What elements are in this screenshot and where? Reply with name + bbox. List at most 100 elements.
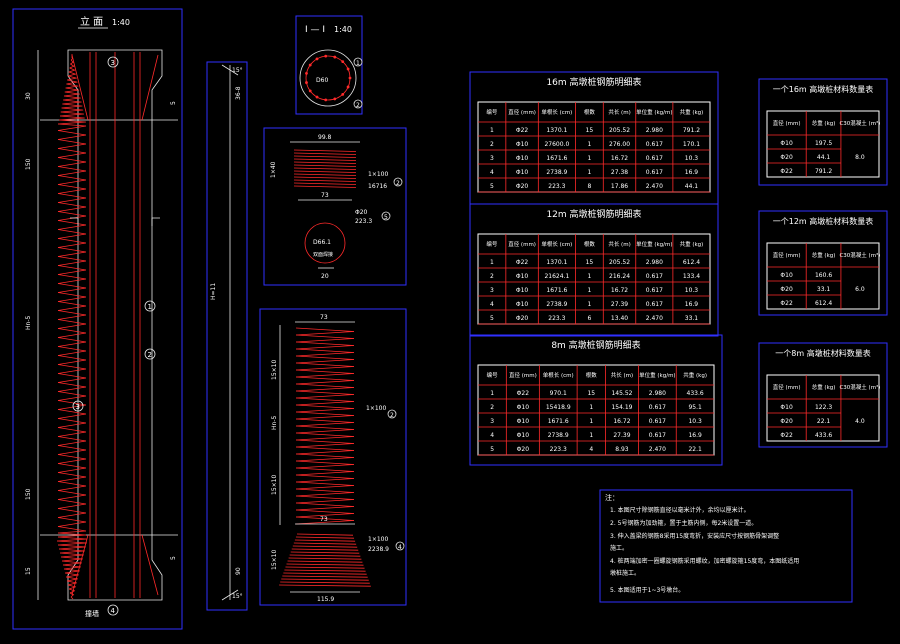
- table-cell: 4: [490, 432, 494, 439]
- table-header-cell: 单位重 (kg/m): [639, 371, 675, 379]
- spiral-detail-top-panel: 99.8 1×40 1×100 16716 73 2 D66.1 双面焊接 Φ2…: [263, 127, 407, 286]
- table-cell: 22.1: [688, 446, 702, 453]
- table-cell: 6: [587, 315, 591, 322]
- table-cell: 2.470: [649, 446, 666, 453]
- note-line: 施工。: [610, 544, 628, 552]
- ring-length-label: 223.3: [355, 218, 372, 225]
- callout-3-top: 3: [107, 56, 119, 68]
- dim-label: 5: [170, 556, 177, 560]
- side-strip-bar: [221, 64, 239, 601]
- quantity-cell: Φ22: [780, 432, 793, 439]
- main-elevation-frame: [12, 8, 183, 630]
- section-view-panel: I — I 1:40 D60 1 2: [295, 15, 363, 115]
- table-cell: 3: [490, 287, 494, 294]
- table-cell: 2738.9: [546, 169, 567, 176]
- bottom-callout-4: 4: [395, 541, 405, 551]
- quantity-header-cell: C30混凝土 (m³): [839, 251, 880, 259]
- quantity-title: 一个8m 高墩桩材料数量表: [775, 348, 870, 358]
- table-header-cell: 根数: [584, 108, 596, 116]
- table-cell: 1: [589, 432, 593, 439]
- section-scale: 1:40: [334, 25, 352, 34]
- table-header-cell: 编号: [487, 371, 499, 379]
- table-cell: 170.1: [683, 141, 700, 148]
- quantity-cell: 44.1: [817, 154, 831, 161]
- table-cell: 27.39: [611, 301, 628, 308]
- table-cell: 8: [587, 183, 591, 190]
- table-cell: 1: [587, 141, 591, 148]
- callout-2: 2: [144, 348, 156, 360]
- table-cell: 5: [490, 183, 494, 190]
- table-cell: 276.00: [609, 141, 630, 148]
- table-cell: 154.19: [611, 404, 632, 411]
- table-header-cell: 单根长 (cm): [541, 108, 572, 116]
- table-cell: Φ10: [516, 273, 529, 280]
- table-cell: 2.980: [646, 259, 663, 266]
- quantity-cell: 791.2: [815, 168, 832, 175]
- bottom-callout4-value: 2238.9: [368, 546, 389, 553]
- section-mark-right: [151, 217, 160, 226]
- side-label: 15°: [232, 593, 243, 600]
- concrete-value: 4.0: [855, 418, 865, 425]
- table-cell: 2.980: [649, 390, 666, 397]
- table-cell: 223.3: [548, 183, 565, 190]
- svg-text:4: 4: [111, 607, 116, 615]
- table-cell: 15: [587, 390, 595, 397]
- ring-label: D66.1: [313, 239, 331, 246]
- side-label: 15°: [232, 67, 243, 74]
- ring-bottom-label: 20: [321, 273, 329, 280]
- table-header-cell: 单位重 (kg/m): [636, 240, 672, 248]
- table-header-cell: 单位重 (kg/m): [636, 108, 672, 116]
- quantity-cell: Φ20: [780, 418, 793, 425]
- table-cell: Φ10: [517, 404, 530, 411]
- main-spiral-hoops: [56, 54, 88, 600]
- spiral-bottom-frame: [259, 308, 407, 606]
- table-cell: 970.1: [550, 390, 567, 397]
- quantity-cell: 160.6: [815, 272, 832, 279]
- spiral-detail-bottom-panel: 73 15×10 Hn-5 15×10 15×10 73 115.9 1×100…: [259, 308, 407, 606]
- table-cell: 2738.9: [548, 432, 569, 439]
- dim-label: Hn-5: [25, 316, 32, 330]
- table-cell: 223.3: [550, 446, 567, 453]
- table-cell: 145.52: [611, 390, 632, 397]
- section-title: I — I: [305, 25, 325, 35]
- svg-text:2: 2: [396, 180, 400, 187]
- spiral-inner-label: 73: [321, 192, 329, 199]
- note-line: 5. 本图适用于1~3号墩台。: [610, 586, 684, 594]
- svg-text:2: 2: [356, 102, 360, 109]
- bottom-label: 撞墙: [85, 609, 99, 618]
- table-header-cell: 直径 (mm): [509, 371, 537, 379]
- concrete-value: 6.0: [855, 286, 865, 293]
- spiral-spacing-label: 1×100: [368, 171, 388, 178]
- table-cell: 15: [586, 127, 594, 134]
- bottom-base-width: 115.9: [317, 596, 334, 603]
- quantity-header-cell: 直径 (mm): [773, 383, 801, 391]
- dim-label: 150: [25, 488, 32, 500]
- table-cell: 2.470: [646, 183, 663, 190]
- quantity-header-cell: C30混凝土 (m³): [839, 383, 880, 391]
- table-header-cell: 编号: [486, 240, 498, 248]
- table-cell: 205.52: [609, 259, 630, 266]
- table-cell: 1: [587, 301, 591, 308]
- quantity-header-cell: 总重 (kg): [812, 119, 836, 127]
- table-cell: 1370.1: [546, 259, 567, 266]
- table-cell: 44.1: [685, 183, 699, 190]
- svg-text:1: 1: [148, 303, 152, 311]
- table-cell: 27.38: [611, 169, 628, 176]
- table-cell: Φ10: [516, 141, 529, 148]
- table-header-cell: 共长 (m): [608, 240, 630, 248]
- callout-4-bottom: 4: [107, 604, 119, 616]
- quantity-cell: 612.4: [815, 300, 832, 307]
- table-cell: 1: [589, 418, 593, 425]
- side-label: 90: [235, 567, 242, 575]
- quantity-header-cell: 直径 (mm): [773, 251, 801, 259]
- dim-label: 15: [25, 567, 32, 575]
- table-title: 8m 高墩桩钢筋明细表: [551, 339, 640, 351]
- table-cell: Φ22: [516, 259, 529, 266]
- quantity-header-cell: 总重 (kg): [812, 251, 836, 259]
- svg-text:3: 3: [76, 403, 80, 411]
- table-cell: 27600.0: [544, 141, 569, 148]
- table-cell: 27.39: [613, 432, 630, 439]
- table-header-cell: 根数: [584, 240, 596, 248]
